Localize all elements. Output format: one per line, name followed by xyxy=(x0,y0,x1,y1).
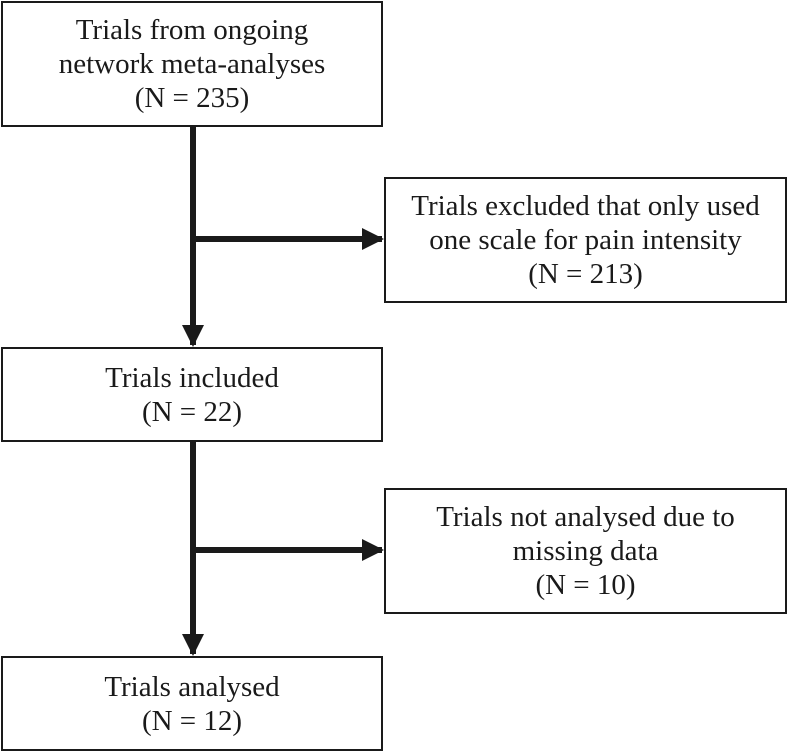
box-count: (N = 213) xyxy=(528,258,643,290)
box-count: (N = 10) xyxy=(535,569,636,601)
box-trials-analysed: Trials analysed (N = 12) xyxy=(1,656,383,751)
box-line: Trials excluded that only used xyxy=(411,190,760,222)
box-trials-not-analysed: Trials not analysed due to missing data … xyxy=(384,488,787,614)
box-line: Trials not analysed due to xyxy=(436,501,735,533)
box-line: missing data xyxy=(512,535,659,567)
box-line: one scale for pain intensity xyxy=(429,224,742,256)
box-line: network meta-analyses xyxy=(58,48,326,80)
box-count: (N = 235) xyxy=(134,82,250,114)
box-trials-excluded: Trials excluded that only used one scale… xyxy=(384,177,787,303)
box-count: (N = 12) xyxy=(141,704,243,737)
box-count: (N = 22) xyxy=(141,395,243,428)
box-line: Trials analysed xyxy=(104,670,280,703)
box-trials-included: Trials included (N = 22) xyxy=(1,347,383,442)
box-line: Trials from ongoing xyxy=(75,14,309,46)
box-line: Trials included xyxy=(105,361,279,394)
box-trials-from-ongoing: Trials from ongoing network meta-analyse… xyxy=(1,1,383,127)
